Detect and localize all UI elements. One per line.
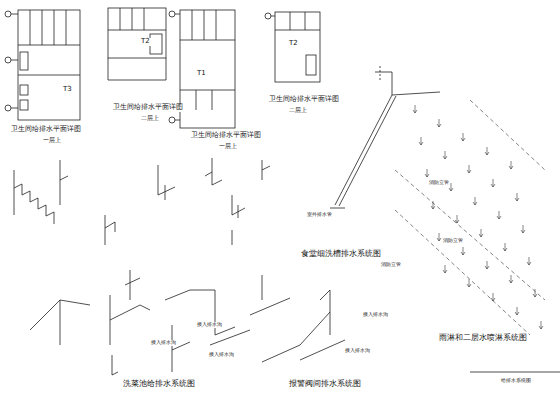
sprinkler-head xyxy=(413,105,417,113)
sprinkler-head xyxy=(503,243,507,251)
drawing-label: 二层上 xyxy=(288,107,308,114)
toilet-plan xyxy=(5,10,80,120)
sprinkler-head xyxy=(527,257,531,265)
drawing-label: T2 xyxy=(140,38,151,46)
drawing-label: 雨淋和二层水喷淋系统图 xyxy=(438,334,528,343)
sprinkler-head xyxy=(515,193,519,201)
sprinkler-head xyxy=(437,233,441,241)
drawing-label: T2 xyxy=(288,40,299,48)
drawing-label: T1 xyxy=(196,70,207,78)
drawing-label: 一层上 xyxy=(218,143,238,150)
drawing-label: 卫生间给排水平面详图 xyxy=(190,132,262,140)
drawing-label: 卫生间给排水平面详图 xyxy=(112,104,184,112)
sprinkler-head xyxy=(437,119,441,127)
drawing-label: 消防立管 xyxy=(442,238,464,244)
drain-pipe xyxy=(14,160,140,300)
drain-pipe xyxy=(250,275,345,362)
drawing-label: T3 xyxy=(62,86,73,94)
drawing-label: 消防立管 xyxy=(428,180,450,186)
sprinkler-head xyxy=(491,179,495,187)
sprinkler-head xyxy=(479,229,483,237)
sprinkler-head xyxy=(533,289,537,297)
sprinkler-head xyxy=(467,165,471,173)
sprinkler-head xyxy=(461,247,465,255)
drawing-label: 洗菜池给排水系统图 xyxy=(122,380,196,389)
toilet-plan xyxy=(108,8,166,80)
sprinkler-head xyxy=(473,197,477,205)
drawing-label: 接入排水沟 xyxy=(362,312,389,318)
drawing-label: 接入排水沟 xyxy=(208,352,235,358)
sprinkler-head xyxy=(419,137,423,145)
sprinkler-head xyxy=(485,147,489,155)
drain-pipe xyxy=(30,290,250,375)
drain-pipe xyxy=(158,158,270,245)
drawing-label: 卫生间给排水平面详图 xyxy=(268,96,340,104)
drawing-label: 一层上 xyxy=(42,137,62,144)
sprinkler-head xyxy=(443,265,447,273)
sprinkler-head xyxy=(509,275,513,283)
title-block xyxy=(470,372,560,373)
sprinkler-head xyxy=(485,261,489,269)
sprinkler-head xyxy=(491,293,495,301)
drawing-label: 接入排水沟 xyxy=(150,340,177,346)
sprinkler-head xyxy=(521,225,525,233)
sprinkler-head xyxy=(443,151,447,159)
drawing-label: 报警阀间排水系统图 xyxy=(288,380,362,389)
drain-pipe xyxy=(330,66,440,208)
toilet-plan xyxy=(265,12,320,82)
drawing-label: 室外排水管 xyxy=(306,212,333,218)
sprinkler-head xyxy=(425,169,429,177)
drawing-label: 接入排水沟 xyxy=(196,322,223,328)
sprinkler-head xyxy=(497,211,501,219)
drawing-label: 消防立管 xyxy=(380,262,402,268)
sprinkler-head xyxy=(455,215,459,223)
drawing-label: 给排水系统图 xyxy=(500,378,532,384)
drawing-label: 食堂细洗槽排水系统图 xyxy=(300,250,382,259)
sprinkler-head xyxy=(515,307,519,315)
sprinkler-head xyxy=(509,161,513,169)
drawing-label: 卫生间给排水平面详图 xyxy=(10,126,82,134)
drawing-label: 二层上 xyxy=(140,115,160,122)
sprinkler-pipe xyxy=(395,100,545,335)
sprinkler-head xyxy=(539,321,543,329)
sprinkler-head xyxy=(461,133,465,141)
sprinkler-head xyxy=(467,279,471,287)
sprinkler-head xyxy=(431,201,435,209)
drawing-label: 接入排水沟 xyxy=(344,348,371,354)
